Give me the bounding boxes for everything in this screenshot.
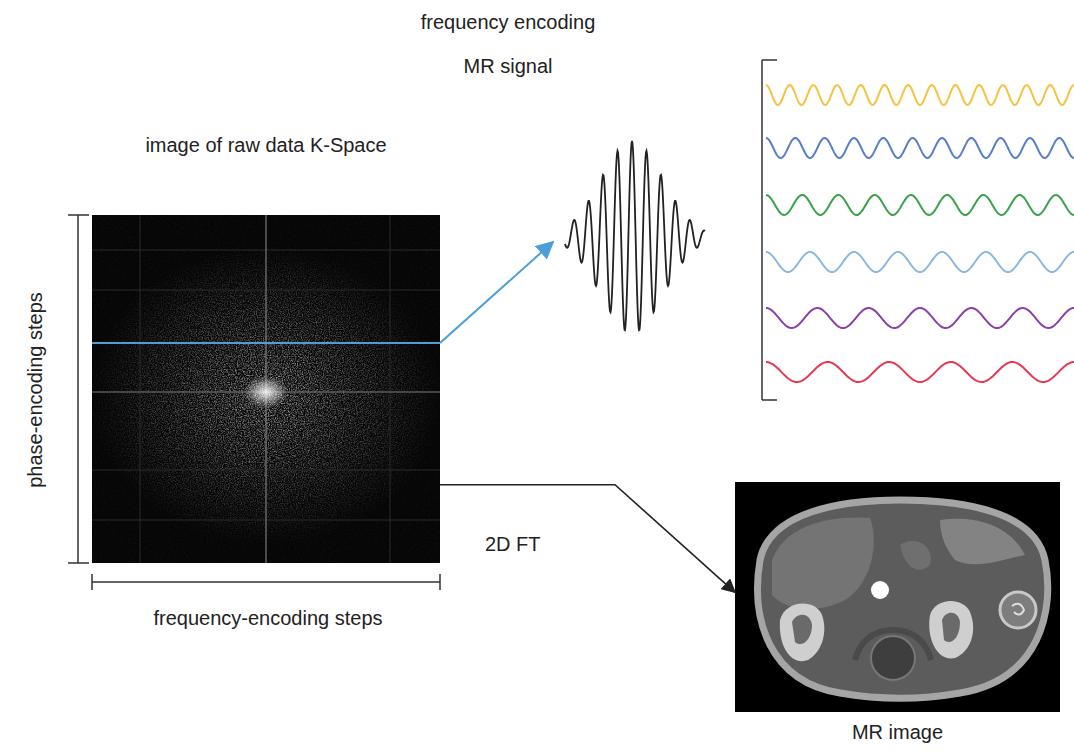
axis-label: phase-encoding steps xyxy=(23,292,47,488)
axis-bracket xyxy=(92,574,440,590)
connector-arrow xyxy=(440,485,735,593)
signal-label: frequency encoding MR signal xyxy=(410,0,606,88)
k-space-striation xyxy=(92,215,440,563)
frequency-wave xyxy=(766,195,1074,215)
k-space-panel: image of raw data K-Space xyxy=(92,215,440,563)
frequency-wave xyxy=(766,252,1074,272)
edge-label: 2D FT xyxy=(483,532,543,556)
frequency-wave xyxy=(766,138,1074,158)
axis-bracket xyxy=(68,215,89,563)
frequency-wave xyxy=(766,85,1074,105)
k-space-image xyxy=(92,215,440,563)
k-space-center xyxy=(244,376,288,408)
frequency-wave xyxy=(766,362,1074,382)
sampled-line xyxy=(92,342,440,344)
frequency-wave xyxy=(766,308,1074,328)
panel-heading: image of raw data K-Space xyxy=(92,133,440,157)
mr-signal-wave xyxy=(565,141,705,330)
image-caption: MR image xyxy=(735,720,1060,744)
axis-label: frequency-encoding steps xyxy=(153,606,382,630)
abdomen-slice xyxy=(758,500,1048,698)
mr-image xyxy=(735,482,1060,712)
mr-image-panel: MR image xyxy=(735,482,1060,712)
k-space-noise xyxy=(92,215,440,563)
readout-arrow xyxy=(440,242,553,343)
signal-bracket xyxy=(762,60,777,400)
